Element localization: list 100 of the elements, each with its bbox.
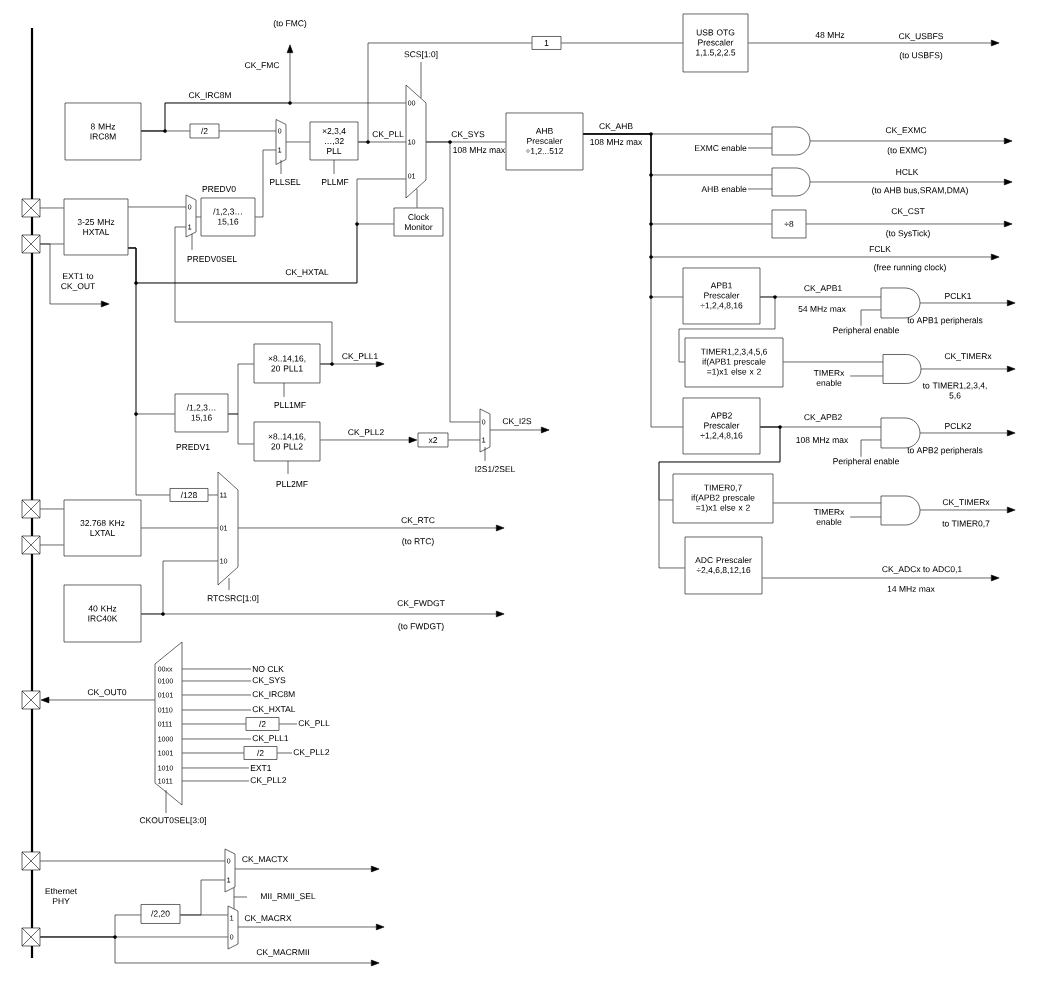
- block-box: USB OTG Prescaler 1,1.5,2,2.5: [682, 13, 749, 73]
- signal-name: Peripheral enable: [833, 327, 899, 335]
- block-box: /2,20: [140, 904, 181, 924]
- signal-line: [849, 516, 882, 518]
- block-box: TIMER1,2,3,4,5,6 if(APB1 prescale =1)x1 else x 2: [684, 337, 784, 388]
- block-box: 40 KHz IRC40K: [63, 584, 142, 643]
- edge-label: CK_MACTX: [241, 855, 289, 865]
- signal-line: [255, 149, 277, 218]
- signal-name: AHB enable: [701, 185, 747, 193]
- signal-line: [860, 309, 882, 327]
- edge-label: CK_OUT0: [86, 688, 128, 698]
- control-label: PLLSEL: [270, 179, 301, 185]
- edge-label: CK_FMC: [243, 61, 281, 71]
- control-label: PLL1MF: [274, 402, 306, 408]
- signal-name: CK_IRC8M: [252, 691, 295, 699]
- signal-note: Ethernet PHY: [45, 887, 77, 905]
- block-box: /1,2,3… 15,16: [200, 197, 256, 237]
- edge-label: CK_AHB: [598, 122, 634, 132]
- block-box: 3-25 MHz HXTAL: [63, 198, 129, 256]
- edge-label: CK_SYS: [450, 130, 486, 140]
- block-box: ×8..14,16, 20 PLL1: [253, 343, 321, 384]
- signal-note: 108 MHz max: [796, 437, 849, 443]
- arrow: [40, 696, 156, 704]
- arrow: [320, 360, 385, 368]
- edge-label: CK_IRC8M: [187, 91, 233, 101]
- signal-note: to TIMER0,7: [942, 520, 990, 528]
- block-box: ADC Prescaler ÷2,4,6,8,12,16: [684, 536, 763, 595]
- control-label: CKOUT0SEL[3:0]: [139, 817, 206, 825]
- pin-pad: [21, 927, 41, 947]
- signal-line: [783, 361, 884, 363]
- multiplexer: [479, 408, 491, 453]
- signal-note: (free running clock): [874, 264, 946, 272]
- signal-note: 108 MHz max: [453, 147, 506, 153]
- edge-label: CK_PLL2: [347, 428, 385, 438]
- multiplexer: [224, 848, 236, 893]
- signal-name: CK_PLL1: [252, 735, 289, 743]
- signal-line: [219, 130, 277, 132]
- signal-line: [181, 723, 246, 725]
- signal-note: to TIMER1,2,3,4, 5,6: [922, 382, 987, 400]
- signal-line: [849, 375, 884, 377]
- signal-line: [233, 887, 235, 910]
- signal-line: [181, 767, 250, 769]
- edge-label: FCLK: [868, 245, 892, 253]
- edge-label: CK_TIMERx: [943, 352, 993, 362]
- multiplexer: [154, 641, 183, 806]
- multiplexer: [185, 194, 197, 238]
- pin-pad: [21, 690, 41, 710]
- signal-note: to APB1 peripherals: [907, 317, 983, 325]
- edge-label: CK_MACRMII: [255, 948, 311, 958]
- block-box: Clock Monitor: [393, 207, 444, 237]
- signal-name: CK_PLL2: [293, 749, 330, 757]
- signal-note: (to EXMC): [887, 147, 927, 155]
- signal-line: [181, 709, 252, 711]
- signal-name: TIMERx enable: [813, 509, 845, 525]
- signal-line: [448, 439, 481, 441]
- signal-line: [128, 247, 170, 496]
- signal-line: [416, 188, 418, 208]
- signal-name: CK_HXTAL: [252, 706, 296, 714]
- signal-line: [181, 780, 250, 782]
- edge-label: PCLK2: [943, 422, 973, 430]
- signal-line: [181, 752, 244, 754]
- signal-line: [279, 723, 298, 725]
- block-box: /128: [169, 488, 209, 502]
- edge-label: PCLK1: [943, 292, 973, 300]
- arrow: [141, 610, 505, 618]
- block-box: /2: [243, 746, 278, 760]
- control-label: PREDV0: [202, 186, 236, 192]
- signal-line: [174, 226, 333, 365]
- edge-label: CK_PLL: [371, 130, 405, 140]
- pin-pad: [21, 198, 41, 218]
- signal-line: [358, 42, 532, 143]
- block-box: /2: [245, 717, 280, 731]
- signal-note: (to FMC): [273, 20, 307, 28]
- signal-line: [39, 860, 226, 862]
- signal-line: [208, 494, 219, 496]
- signal-note: 108 MHz max: [590, 139, 643, 145]
- signal-line: [181, 738, 252, 740]
- block-box: ×2,3,4 …,32 PLL: [309, 121, 359, 161]
- signal-name: Peripheral enable: [833, 458, 899, 466]
- signal-name: EXMC enable: [695, 144, 747, 152]
- block-box: APB2 Prescaler ÷1,2,4,8,16: [682, 397, 761, 455]
- block-box: /1,2,3… 15,16: [174, 393, 229, 433]
- signal-line: [181, 668, 252, 670]
- signal-line: [860, 439, 882, 458]
- signal-line: [180, 879, 226, 916]
- signal-line: [747, 147, 773, 149]
- edge-label: CK_PLL1: [341, 352, 379, 362]
- pin-pad: [21, 535, 41, 555]
- arrow: [237, 923, 385, 931]
- multiplexer: [227, 905, 239, 950]
- arrow: [39, 936, 380, 967]
- arrow: [141, 44, 294, 132]
- signal-line: [658, 426, 781, 569]
- edge-label: CK_TIMERx: [941, 498, 991, 508]
- signal-note: (to FWDGT): [398, 623, 444, 631]
- pin-pad: [21, 234, 41, 254]
- edge-label: CK_RTC: [400, 516, 436, 526]
- and-gate: [880, 417, 921, 449]
- signal-line: [181, 694, 252, 696]
- signal-name: CK_PLL2: [250, 777, 287, 785]
